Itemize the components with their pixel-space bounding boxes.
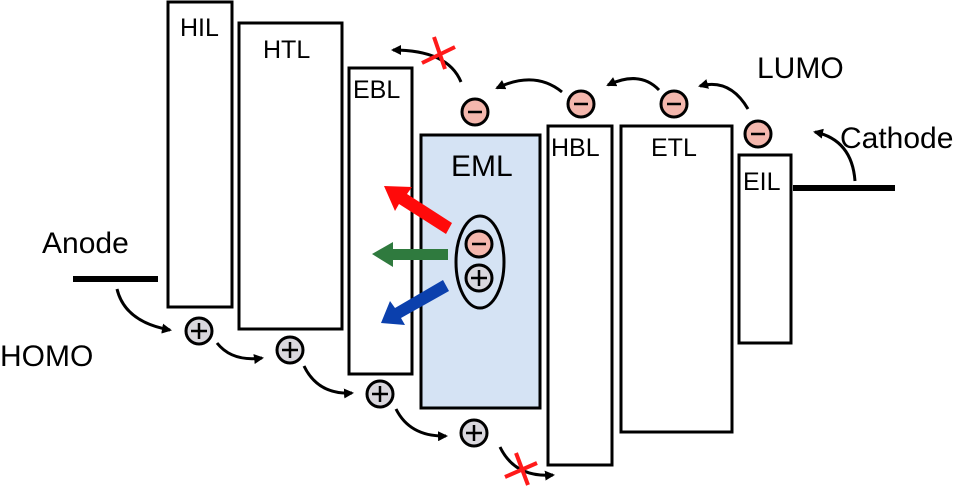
hole — [459, 418, 489, 448]
hole-arrow-2 — [215, 342, 264, 365]
exciton-hole — [464, 263, 494, 293]
hole — [184, 316, 214, 346]
hole — [275, 335, 305, 365]
electron — [460, 97, 490, 127]
layer-hbl: HBL — [546, 124, 614, 467]
layer-box-ebl — [347, 66, 414, 376]
electron-arrow-3 — [606, 77, 661, 92]
electron — [566, 89, 596, 119]
hole — [365, 379, 395, 409]
electron-arrow-2 — [698, 79, 750, 110]
homo-label: HOMO — [0, 340, 93, 373]
blocked-mark-hole — [504, 452, 538, 486]
hole-arrow-blocked — [498, 446, 555, 481]
exciton-ellipse — [454, 214, 506, 310]
electron-arrow-4 — [495, 78, 563, 94]
emission-arrow-red — [384, 186, 452, 234]
blocked-mark-electron — [421, 36, 456, 70]
layer-box-etl — [619, 124, 734, 434]
hole-arrow-3 — [302, 365, 354, 399]
hole-arrow-4 — [394, 408, 448, 442]
electron-arrow-1 — [813, 128, 857, 182]
layer-label-etl: ETL — [651, 134, 697, 162]
exciton-electron — [464, 229, 494, 259]
electron — [743, 119, 773, 149]
layer-ebl: EBL — [347, 66, 414, 376]
emission-arrow-green — [372, 242, 448, 267]
hole-arrow-1 — [115, 288, 172, 334]
layer-label-htl: HTL — [263, 36, 310, 64]
lumo-label: LUMO — [757, 52, 844, 85]
electron-arrow-blocked — [391, 45, 463, 83]
layer-box-hbl — [546, 124, 614, 467]
electron — [659, 89, 689, 119]
exciton — [454, 214, 506, 310]
layer-htl: HTL — [237, 21, 344, 331]
layer-label-hil: HIL — [180, 14, 219, 42]
layer-box-eil — [737, 153, 793, 345]
emission-arrow-blue — [381, 280, 449, 325]
layer-eml: EML — [419, 133, 542, 410]
layer-label-ebl: EBL — [353, 76, 400, 104]
cathode-label: Cathode — [840, 122, 953, 155]
layer-eil: EIL — [737, 153, 793, 345]
anode-label: Anode — [42, 227, 129, 260]
layer-hil: HIL — [166, 0, 234, 309]
layer-label-eml: EML — [451, 150, 513, 183]
layer-label-hbl: HBL — [551, 134, 600, 162]
layer-box-htl — [237, 21, 344, 331]
layer-etl: ETL — [619, 124, 734, 434]
layer-box-hil — [166, 0, 234, 309]
layer-label-eil: EIL — [743, 168, 781, 196]
